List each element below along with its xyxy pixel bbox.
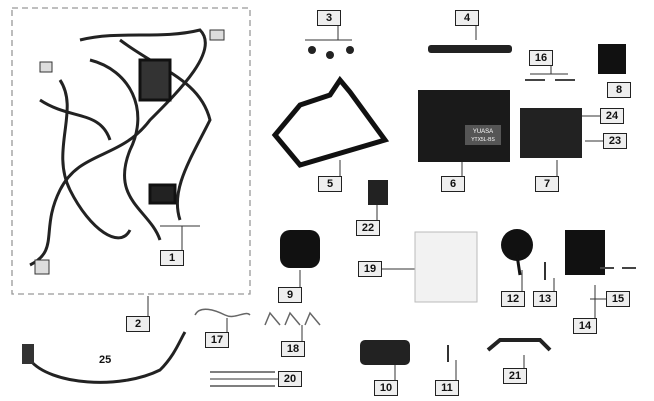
regulator-drawing [565, 230, 605, 275]
battery-bracket-drawing [271, 75, 390, 168]
screws-drawing [308, 46, 354, 59]
spark-plug-cable-drawing [28, 331, 187, 384]
callout-9: 9 [278, 287, 302, 303]
callout-1: 1 [160, 250, 184, 266]
ecu-drawing [520, 108, 582, 158]
fuse-box-drawing [414, 231, 478, 303]
callout-17: 17 [205, 332, 229, 348]
callout-11: 11 [435, 380, 459, 396]
battery-strap-drawing [428, 45, 512, 53]
callout-22: 22 [356, 220, 380, 236]
callout-25: 25 [99, 354, 112, 366]
callout-5: 5 [318, 176, 342, 192]
callout-2: 2 [126, 316, 150, 332]
callout-14: 14 [573, 318, 597, 334]
callout-15: 15 [606, 291, 630, 307]
callout-10: 10 [374, 380, 398, 396]
callout-19: 19 [358, 261, 382, 277]
callout-21: 21 [503, 368, 527, 384]
svg-text:YUASA: YUASA [473, 129, 493, 135]
wiring-harness-drawing [29, 28, 225, 275]
callout-6: 6 [441, 176, 465, 192]
callout-18: 18 [281, 341, 305, 357]
starter-relay-drawing [280, 230, 320, 268]
callout-23: 23 [603, 133, 627, 149]
harness-frame [11, 7, 251, 295]
callout-4: 4 [455, 10, 479, 26]
svg-text:YTX5L-BS: YTX5L-BS [471, 137, 495, 143]
horn-drawing [501, 229, 533, 261]
callout-7: 7 [535, 176, 559, 192]
callout-24: 24 [600, 108, 624, 124]
callout-3: 3 [317, 10, 341, 26]
sensor-drawing [368, 180, 388, 205]
callout-8: 8 [607, 82, 631, 98]
callout-20: 20 [278, 371, 302, 387]
callout-16: 16 [529, 50, 553, 66]
callout-13: 13 [533, 291, 557, 307]
ignition-coil-drawing [360, 340, 410, 365]
callout-12: 12 [501, 291, 525, 307]
relay-drawing [598, 44, 626, 74]
battery-drawing: YUASA YTX5L-BS [418, 90, 510, 162]
